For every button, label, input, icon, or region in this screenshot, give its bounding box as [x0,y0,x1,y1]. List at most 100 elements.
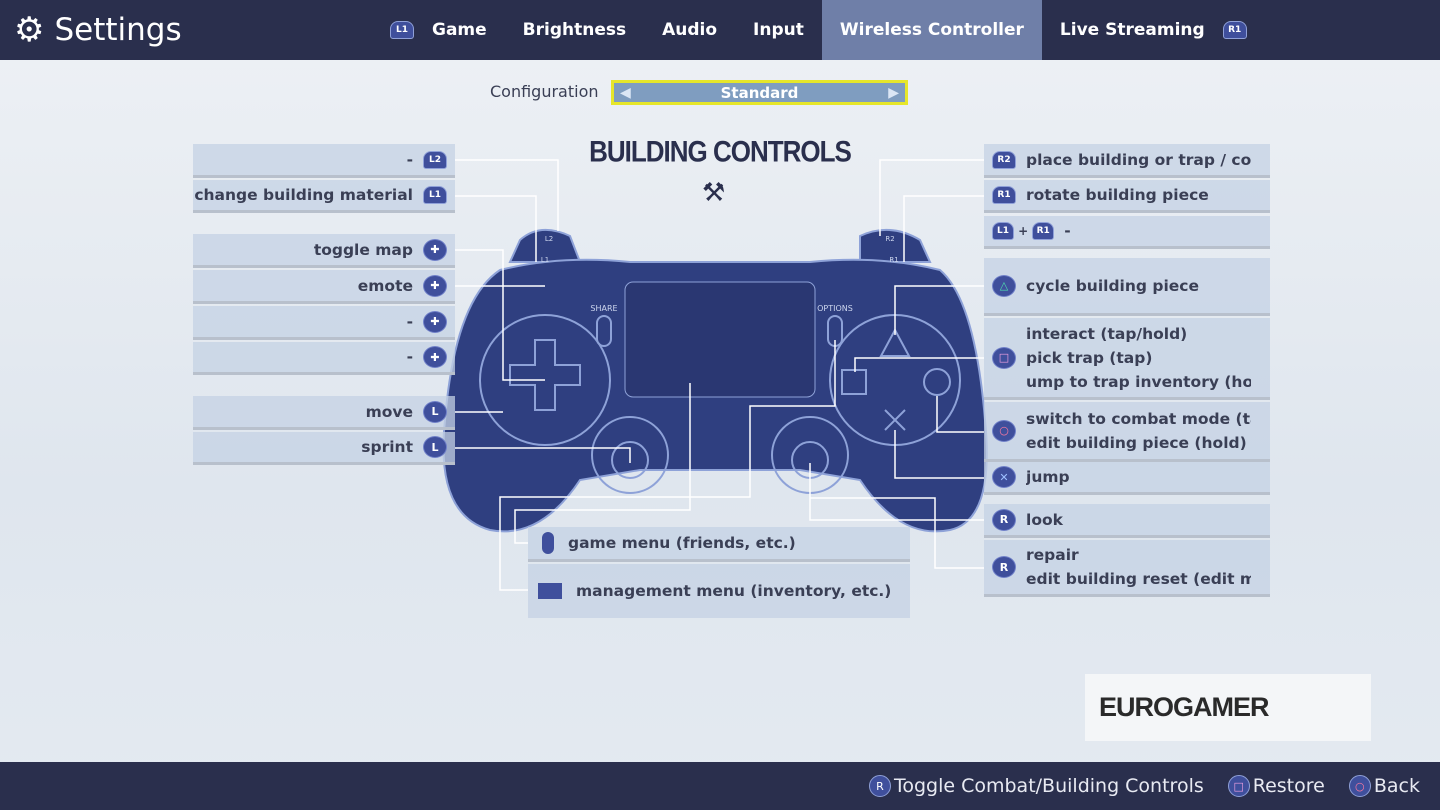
action-label: repair [1026,546,1079,564]
mapping-row-l1[interactable]: change building material L1 [193,180,455,213]
dpad-area [479,314,611,446]
l2-icon: L2 [423,150,447,169]
footer-label: Toggle Combat/Building Controls [893,775,1204,797]
triangle-button [879,327,911,357]
tab-wireless-controller[interactable]: Wireless Controller [821,0,1042,60]
dpad-up-icon: ✚ [423,238,447,261]
action-label: pick trap (tap) [1026,348,1153,367]
tab-input[interactable]: Input [753,20,804,40]
action-label: switch to combat mode (tap) [1026,409,1251,428]
mapping-row-circle[interactable]: ○switch to combat mode (tap)edit buildin… [984,402,1270,462]
mapping-row-r1[interactable]: R1 rotate building piece [984,180,1270,213]
left-stick-click-icon: L [423,436,447,458]
r1-tab-next-icon[interactable]: R1 [1222,21,1247,39]
tab-bar: L1 Game Brightness Audio Input Wireless … [390,0,1247,60]
configuration-value: Standard [720,83,799,102]
action-label: - [406,150,413,169]
l1-icon: L1 [992,222,1015,240]
mapping-row-r2[interactable]: R2 place building or trap / confi [984,144,1270,178]
back-button[interactable]: ○Back [1348,775,1420,797]
touchpad-icon [538,583,562,599]
mapping-row-triangle[interactable]: △ cycle building piece [984,258,1270,316]
gear-icon: ⚙ [14,10,45,50]
mapping-row-l1-r1[interactable]: L1+R1- [984,216,1270,249]
cross-icon: ✕ [992,466,1016,488]
mapping-row-dpad-down[interactable]: -✚ [193,306,455,340]
right-stick-click-icon: R [992,556,1016,578]
mapping-row-dpad-right[interactable]: emote ✚ [193,270,455,304]
arrow-left-icon[interactable]: ◀ [620,84,631,101]
share-button [596,315,612,347]
footer-label: Restore [1252,775,1325,797]
action-label: emote [357,276,413,295]
action-label: move [365,402,413,421]
configuration-selector[interactable]: ◀ Standard ▶ [611,80,908,105]
square-icon: □ [1227,775,1250,797]
mapping-row-square[interactable]: □interact (tap/hold)pick trap (tap)ump t… [984,318,1270,400]
hammer-wrench-icon: ⚒ [702,178,726,208]
triangle-icon: △ [992,274,1016,297]
r2-label: R2 [885,235,894,243]
action-label: place building or trap / confi [1026,150,1251,169]
square-icon: □ [992,346,1016,369]
cross-button [884,409,906,431]
share-label: SHARE [590,304,617,313]
tab-live-streaming[interactable]: Live Streaming [1059,20,1205,40]
r1-icon: R1 [992,186,1016,204]
l1-label: L1 [541,256,549,264]
tab-game[interactable]: Game [432,20,487,40]
footer-label: Back [1373,775,1420,797]
arrow-right-icon[interactable]: ▶ [888,84,899,101]
right-stick-icon: R [868,775,891,797]
touchpad [624,281,816,398]
circle-button [923,368,951,396]
action-label: - [406,312,413,331]
dpad [509,339,581,411]
tab-brightness[interactable]: Brightness [522,20,627,40]
configuration-label: Configuration [490,82,599,101]
l2-label: L2 [545,235,553,243]
action-label: change building material [194,186,413,204]
square-button [841,369,867,395]
action-label: edit building reset (edit mod [1026,570,1251,588]
dpad-right-icon: ✚ [423,274,447,297]
left-stick [591,416,669,494]
left-stick-icon: L [423,400,447,423]
dpad-down-icon: ✚ [423,310,447,333]
mapping-row-left-stick-move[interactable]: move L [193,396,455,430]
restore-button[interactable]: □Restore [1227,775,1325,797]
mapping-row-l2[interactable]: -L2 [193,144,455,178]
mapping-row-cross[interactable]: ✕ jump [984,462,1270,495]
mapping-row-touchpad[interactable]: management menu (inventory, etc.) [528,564,910,618]
action-label: cycle building piece [1026,276,1200,295]
action-label: look [1026,510,1063,529]
action-label: toggle map [313,240,413,259]
building-controls-heading: BUILDING CONTROLS [589,133,852,169]
l1-icon: L1 [423,186,447,204]
options-button-icon [542,532,554,554]
mapping-row-dpad-up[interactable]: toggle map ✚ [193,234,455,268]
page-title: Settings [54,12,182,48]
tab-audio[interactable]: Audio [662,20,718,40]
action-label: rotate building piece [1026,186,1209,204]
action-label: jump [1026,468,1070,486]
mapping-row-dpad-left[interactable]: -✚ [193,342,455,375]
mapping-row-options[interactable]: game menu (friends, etc.) [528,527,910,562]
settings-title: ⚙ Settings [14,10,182,50]
plus-sign: + [1018,224,1029,238]
eurogamer-logo: EUROGAMER [1085,674,1371,741]
action-label: - [1064,222,1071,240]
r2-icon: R2 [992,150,1016,169]
l1-tab-prev-icon[interactable]: L1 [390,21,414,39]
circle-icon: ○ [1348,775,1371,797]
leader-lines [455,159,984,591]
action-label: ump to trap inventory (hold) [1026,372,1251,391]
options-label: OPTIONS [817,304,853,313]
action-label: edit building piece (hold) [1026,433,1247,452]
